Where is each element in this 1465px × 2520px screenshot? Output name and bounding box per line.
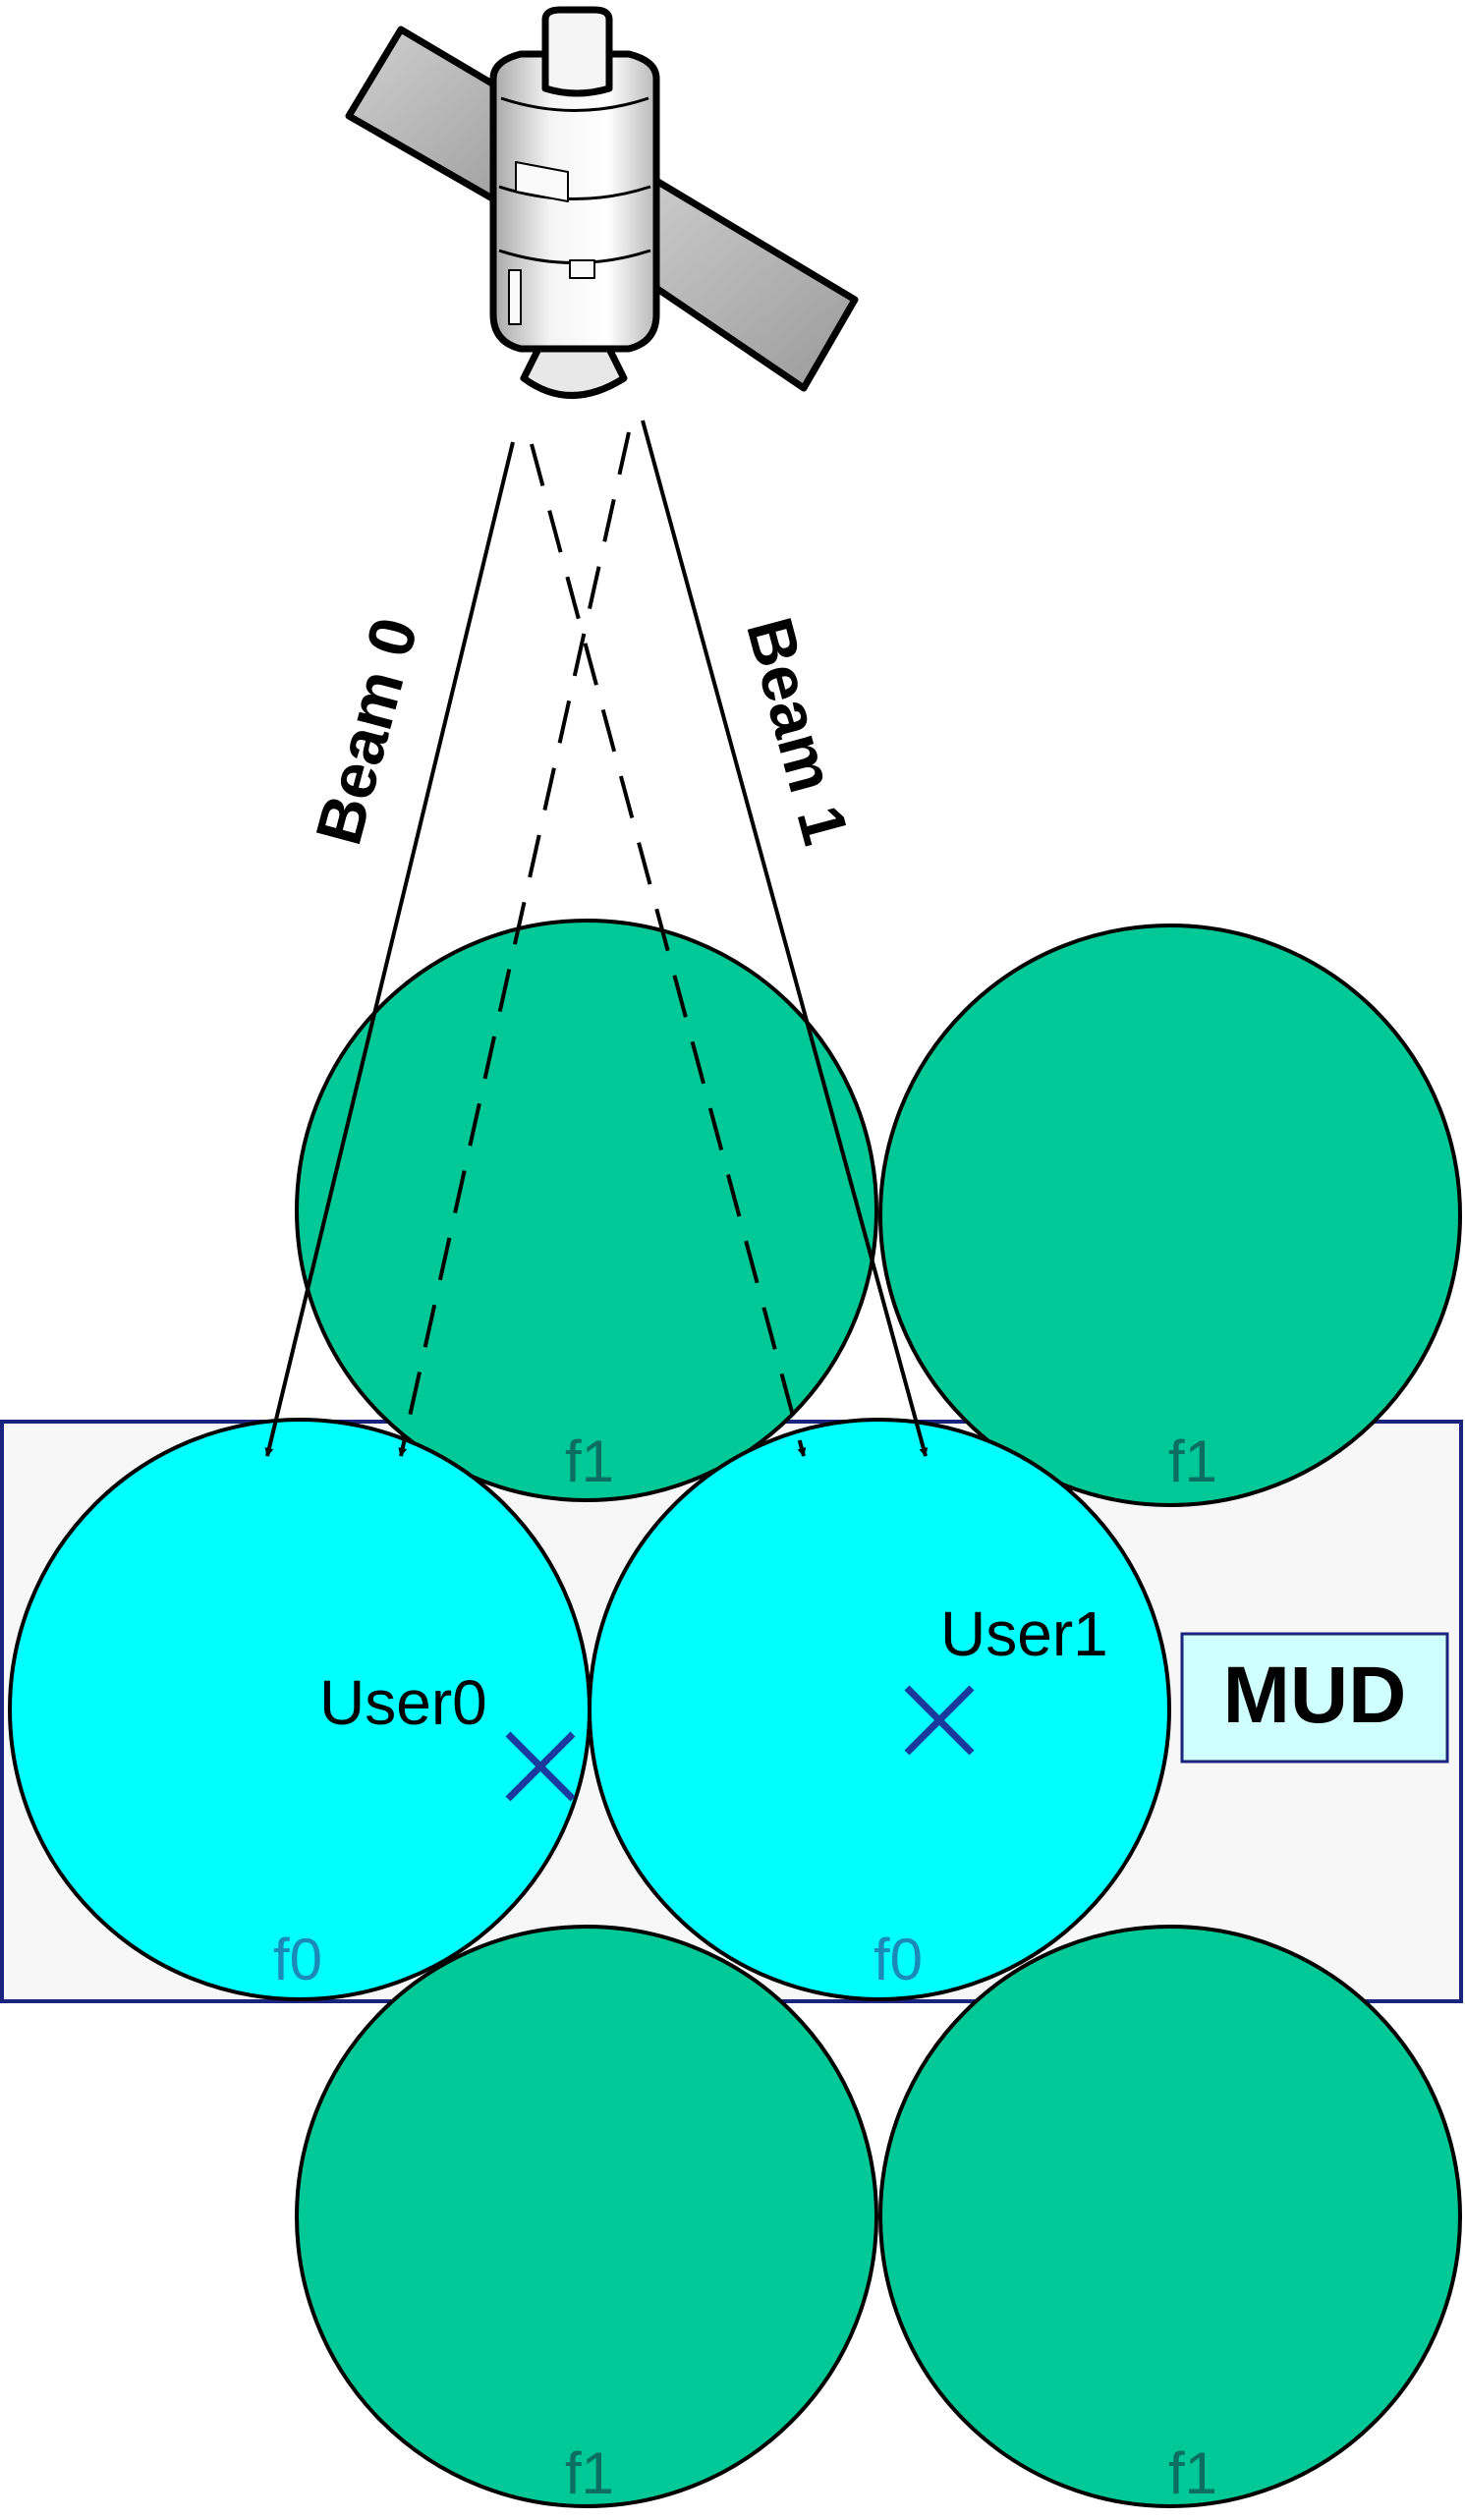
satellite-top <box>541 6 613 97</box>
cell-f1-top-left <box>295 919 878 1502</box>
beam-0-dashed-line <box>530 443 807 1457</box>
beam-0-solid-line <box>264 441 515 1457</box>
satellite-icon <box>345 6 859 399</box>
cross-icon <box>904 1685 975 1756</box>
freq-label: f0 <box>273 1927 322 1992</box>
cross-icon <box>505 1731 576 1802</box>
cell-f1-top-right <box>878 924 1462 1507</box>
cell-f0-left <box>8 1418 592 2001</box>
user1-marker: User1 <box>904 1598 1108 1756</box>
satellite-body <box>489 50 660 353</box>
user0-marker: User0 <box>319 1667 576 1802</box>
beam-lines <box>264 420 929 1457</box>
cells-layer <box>8 919 1462 2508</box>
cell-f1-bottom-left <box>295 1925 878 2508</box>
user1-label: User1 <box>940 1598 1108 1669</box>
beam-0-label: Beam 0 <box>302 610 431 852</box>
beam-1-solid-line <box>641 420 929 1457</box>
freq-label: f1 <box>565 1428 614 1494</box>
freq-label: f1 <box>1168 1428 1217 1494</box>
freq-label: f1 <box>1168 2440 1217 2506</box>
freq-label: f1 <box>565 2440 614 2506</box>
mud-label-box: MUD <box>1180 1632 1449 1764</box>
beam-1-dashed-line <box>398 431 631 1457</box>
mud-label: MUD <box>1223 1651 1407 1740</box>
freq-label: f0 <box>873 1927 923 1992</box>
cell-f1-bottom-right <box>878 1925 1462 2508</box>
frequency-labels: f1 f1 f0 f0 f1 f1 <box>273 1428 1217 2506</box>
satellite-nozzle <box>520 345 628 399</box>
user0-label: User0 <box>319 1667 487 1738</box>
mud-box-frame <box>1180 1632 1449 1764</box>
cell-f0-right <box>588 1418 1171 2001</box>
